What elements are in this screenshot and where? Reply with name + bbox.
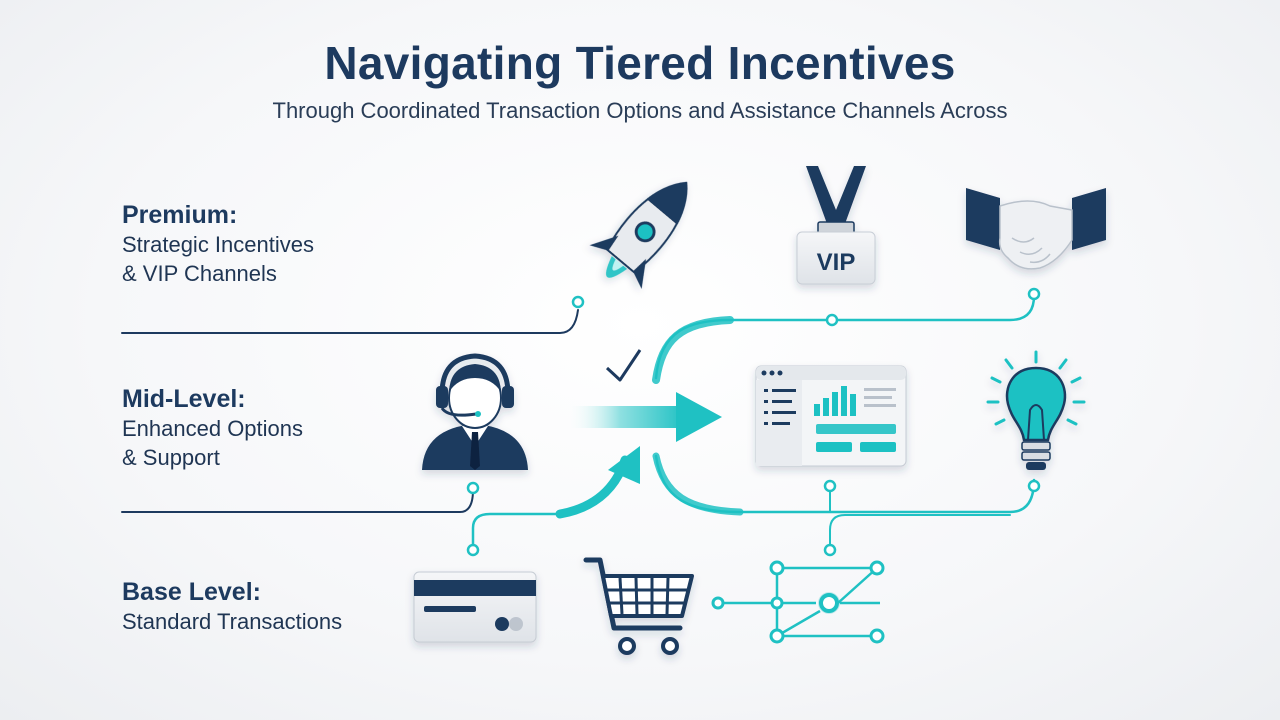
node-lightbulb: [1027, 479, 1041, 493]
tier-mid-line2: & Support: [122, 445, 220, 470]
mid-connector: [121, 489, 474, 513]
tier-mid-line1: Enhanced Options: [122, 416, 304, 441]
check-mark-icon: [605, 349, 642, 382]
mid-flow-curve-thick: [652, 452, 744, 516]
shopping-cart-icon: [583, 557, 694, 655]
main-arrow: [566, 392, 722, 442]
node-vip: [825, 313, 839, 327]
node-network: [823, 543, 837, 557]
node-agent: [466, 481, 480, 495]
node-handshake: [1027, 287, 1041, 301]
base-right-line: [829, 514, 1011, 551]
tier-premium-name: Premium:: [122, 201, 238, 229]
vip-label: VIP: [817, 249, 856, 276]
handshake-icon: [966, 188, 1106, 270]
dashboard-icon: [755, 365, 907, 467]
network-icon: [711, 560, 885, 644]
tier-premium-line1: Strategic Incentives: [122, 232, 314, 257]
lightbulb-icon: [986, 350, 1086, 470]
upward-arrow: [555, 446, 640, 519]
tier-premium-line2: & VIP Channels: [122, 261, 277, 286]
tier-base-line1: Standard Transactions: [122, 609, 343, 634]
rocket-icon: [589, 181, 688, 289]
page-subtitle: Through Coordinated Transaction Options …: [272, 98, 1008, 123]
tier-premium: Premium: Strategic Incentives & VIP Chan…: [122, 200, 314, 288]
node-rocket: [571, 295, 585, 309]
node-card: [466, 543, 480, 557]
connector-nodes: [466, 287, 1041, 557]
support-agent-icon: [422, 353, 528, 470]
tier-mid-name: Mid-Level:: [122, 385, 246, 413]
premium-flow-curve: [652, 316, 734, 384]
tier-base: Base Level: Standard Transactions: [122, 577, 342, 636]
page-title: Navigating Tiered Incentives: [324, 37, 956, 89]
tier-mid: Mid-Level: Enhanced Options & Support: [122, 384, 303, 472]
node-dashboard: [823, 479, 837, 493]
base-up-line: [471, 468, 622, 552]
vip-badge-icon: VIP: [796, 166, 876, 285]
premium-connector: [121, 309, 579, 334]
tier-base-name: Base Level:: [122, 578, 261, 606]
credit-card-icon: [413, 571, 537, 643]
